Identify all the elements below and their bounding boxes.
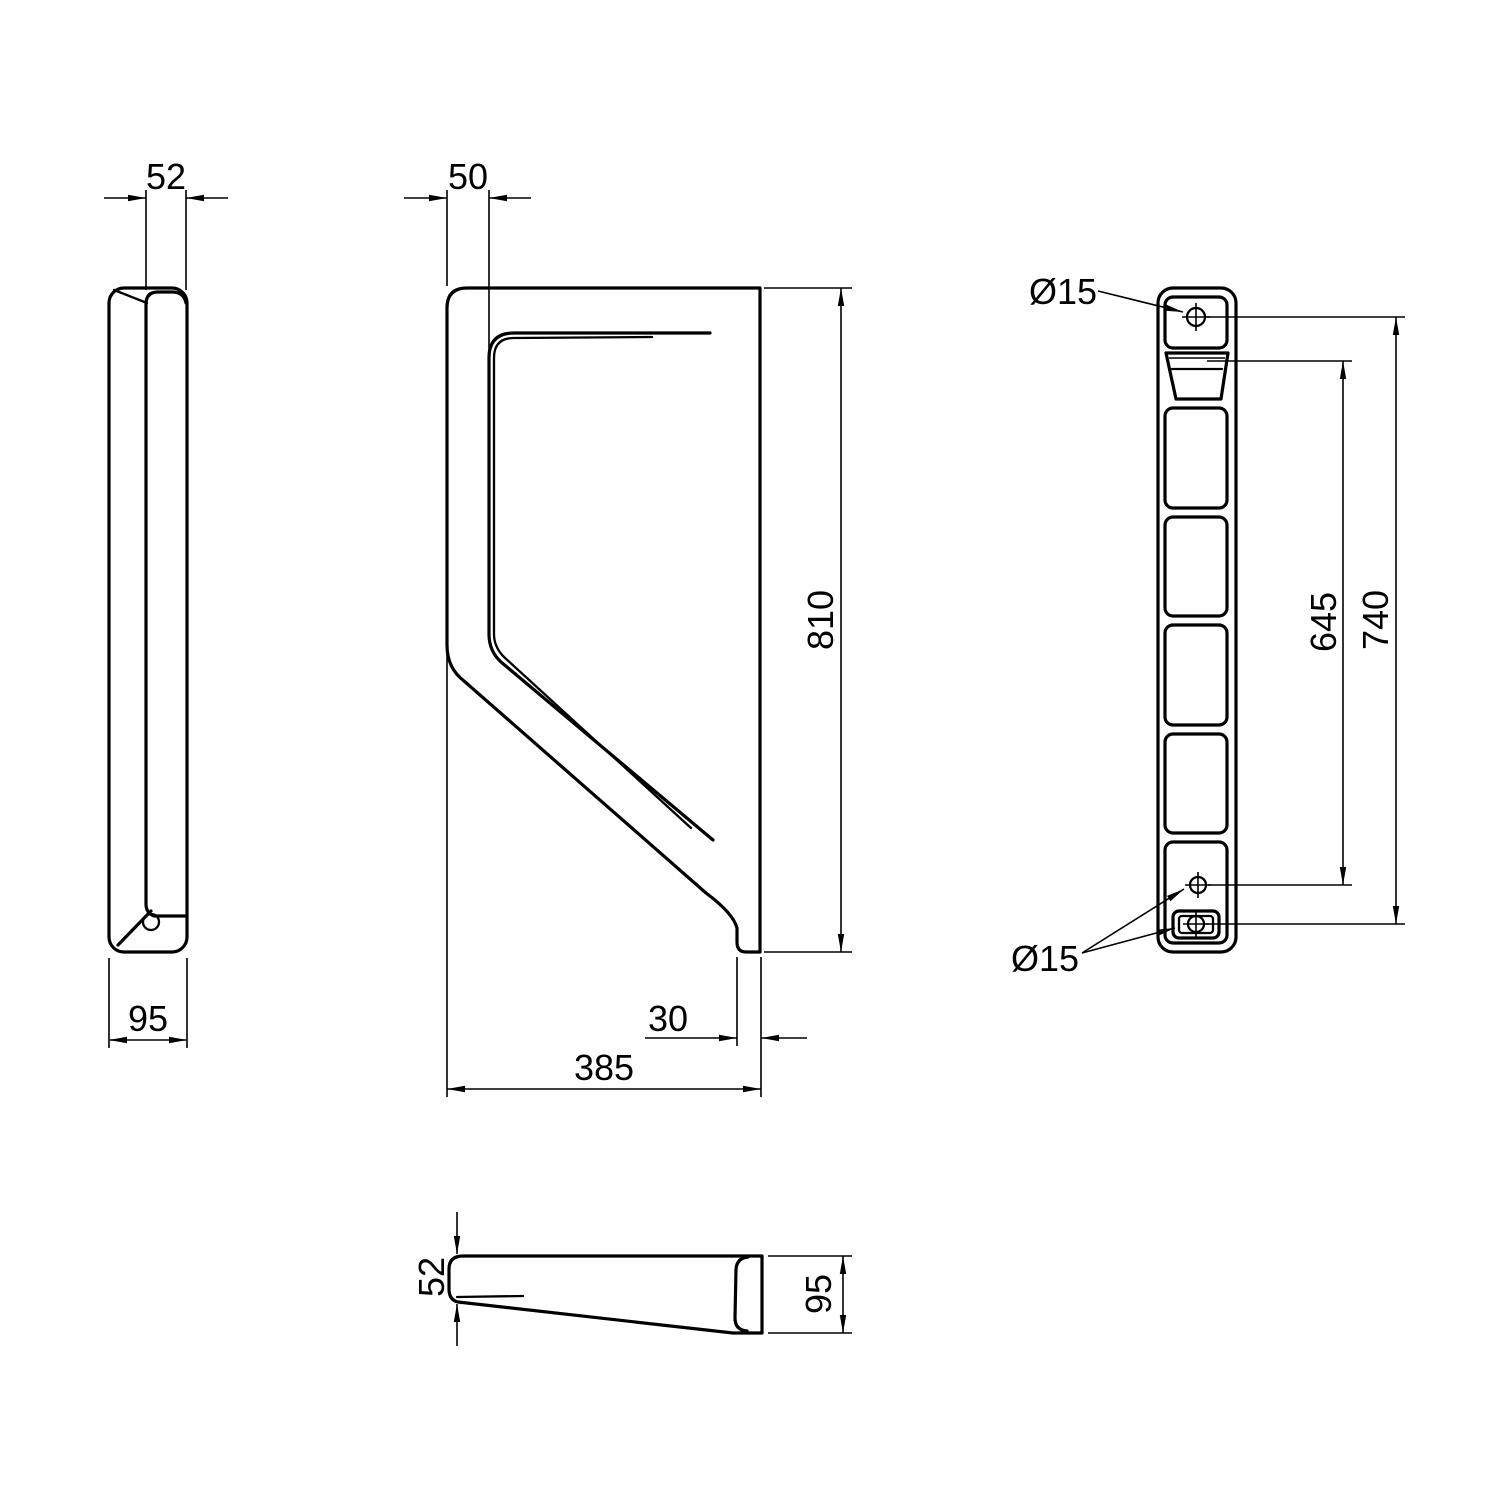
rear-mounting-slot	[1164, 351, 1230, 401]
front-view: 50 810 30 385	[404, 156, 852, 1097]
rear-dia15-top-label: Ø15	[1029, 271, 1097, 312]
front-view-recess-inner	[492, 335, 693, 830]
bottom-view-outline	[447, 1254, 764, 1335]
front-dim810-extension-lines	[764, 287, 852, 953]
rear-dim740-label: 740	[1355, 590, 1396, 650]
front-dim50-label: 50	[448, 156, 488, 197]
bottom-dim95-extension-lines	[768, 1255, 852, 1334]
rear-panel-2	[1163, 406, 1229, 510]
side-dim52-extension-lines	[145, 190, 187, 290]
side-dim95-label: 95	[128, 998, 168, 1039]
rear-panel-bottom	[1163, 840, 1229, 945]
bottom-view-endcap	[733, 1255, 750, 1333]
side-view-hole	[141, 912, 161, 932]
side-dim95-extension-lines	[108, 958, 188, 1048]
front-dim385-label: 385	[574, 1047, 634, 1088]
rear-dia15-top-leader	[1097, 290, 1184, 313]
side-view-taper-line-top	[112, 288, 149, 305]
rear-panel-3	[1163, 515, 1229, 618]
rear-panel-top	[1163, 295, 1229, 350]
rear-panel-5	[1163, 732, 1229, 835]
side-view-outline	[107, 286, 189, 954]
bottom-dim95-label: 95	[798, 1274, 839, 1314]
side-view-inner-edge	[144, 290, 188, 918]
rear-dia15-bottom-label: Ø15	[1011, 938, 1079, 979]
rear-view-outline	[1156, 286, 1238, 954]
front-dim30-extension-lines	[736, 957, 762, 1097]
front-dim810-label: 810	[800, 590, 841, 650]
rear-hole-bottom-lower-crosshair	[1183, 911, 1209, 937]
front-view-recess-outer	[487, 331, 715, 842]
rear-hole-bottom-upper-crosshair	[1185, 872, 1211, 898]
side-view: 52 95	[104, 156, 228, 1048]
side-dim52-label: 52	[146, 156, 186, 197]
front-dim50-extension-lines	[446, 190, 490, 352]
bottom-view: 52 95	[411, 1212, 852, 1346]
bottom-dim52-label: 52	[411, 1257, 452, 1297]
front-dim30-label: 30	[648, 998, 688, 1039]
bottom-view-taper-line	[455, 1294, 525, 1299]
rear-dia15-bottom-leader-1	[1081, 888, 1185, 954]
front-view-outline	[445, 286, 762, 954]
rear-dim645-label: 645	[1303, 592, 1344, 652]
rear-dim-extension-lines	[1206, 316, 1405, 925]
rear-view: 645 740 Ø15 Ø15	[1011, 271, 1405, 979]
rear-panel-4	[1163, 623, 1229, 727]
rear-hole-top-crosshair	[1182, 303, 1210, 331]
rear-dia15-bottom-leader-2	[1081, 927, 1176, 954]
